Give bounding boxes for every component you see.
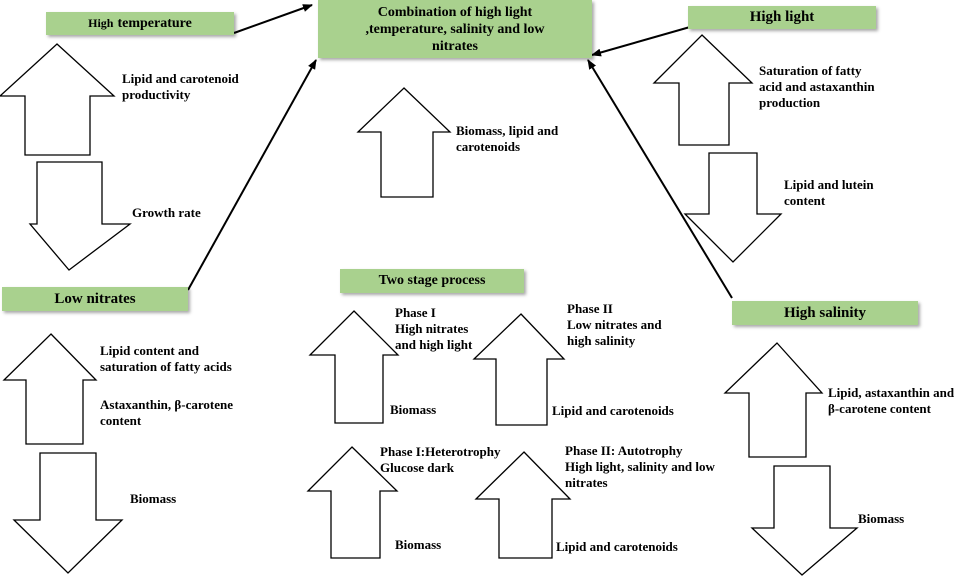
down-arrow-nitrates-biomass [12, 452, 124, 574]
box-combination: Combination of high light ,temperature, … [318, 0, 592, 58]
label-nitrates-lipid-line-2: saturation of fatty acids [100, 359, 232, 374]
label-salinity-lipid: Lipid, astaxanthin and β-carotene conten… [828, 385, 954, 417]
up-arrow-phase2-lipid [472, 313, 566, 426]
label-phase1-heading-line-2: High nitrates [395, 321, 469, 336]
connector-salinity-to-combination [587, 59, 733, 299]
box-high-temperature: High temperature [46, 12, 234, 35]
connector-nitrates-to-combination [187, 59, 317, 291]
label-nitrates-lipid: Lipid content and saturation of fatty ac… [100, 343, 232, 375]
label-phase2-heading: Phase II Low nitrates and high salinity [567, 301, 662, 349]
up-arrow-nitrates-lipid [2, 333, 98, 445]
label-combination-biomass-line-1: Biomass, lipid and [456, 123, 559, 138]
label-phase1-heading-line-1: Phase I [395, 305, 436, 320]
box-combination-line-1: Combination of high light [377, 4, 533, 20]
down-arrow-temperature-growth [28, 161, 132, 271]
label-nitrates-astaxanthin-line-2: content [100, 413, 142, 428]
label-phase2-heading-line-1: Phase II [567, 301, 613, 316]
label-salinity-lipid-line-1: Lipid, astaxanthin and [828, 385, 955, 400]
up-arrow-light-saturation [652, 34, 754, 146]
box-low-nitrates: Low nitrates [2, 287, 188, 311]
box-high-salinity: High salinity [732, 301, 918, 325]
up-arrow-phase1-biomass [308, 310, 400, 424]
label-light-lutein-line-1: Lipid and lutein [784, 177, 874, 192]
label-heterotrophy-heading-line-1: Phase I:Heterotrophy [380, 444, 501, 459]
label-salinity-lipid-line-2: β-carotene content [828, 401, 931, 416]
label-temperature-lipid: Lipid and carotenoid productivity [122, 71, 239, 103]
down-arrow-salinity-biomass [750, 465, 859, 576]
box-two-stage-process: Two stage process [340, 269, 524, 293]
label-combination-biomass: Biomass, lipid and carotenoids [456, 123, 558, 155]
up-arrow-autotrophy-lipid [474, 451, 572, 559]
box-high-temperature-prefix: High [88, 16, 114, 30]
label-autotrophy-heading-line-2: High light, salinity and low [565, 459, 715, 474]
label-temperature-lipid-line-2: productivity [122, 87, 191, 102]
label-phase2-lipid: Lipid and carotenoids [552, 403, 674, 418]
label-salinity-biomass: Biomass [858, 511, 905, 526]
label-phase1-heading-line-3: and high light [395, 337, 473, 352]
up-arrow-combination-biomass [356, 87, 452, 198]
down-arrow-light-lutein [683, 152, 783, 263]
label-phase1-heading: Phase I High nitrates and high light [395, 305, 472, 353]
label-light-saturation-line-2: acid and astaxanthin [759, 79, 875, 94]
label-nitrates-astaxanthin-line-1: Astaxanthin, β-carotene [100, 397, 233, 412]
label-combination-biomass-line-2: carotenoids [456, 139, 521, 154]
label-heterotrophy-heading: Phase I:Heterotrophy Glucose dark [380, 444, 500, 476]
label-phase2-heading-line-3: high salinity [567, 333, 636, 348]
label-temperature-lipid-line-1: Lipid and carotenoid [122, 71, 239, 86]
label-autotrophy-heading-line-3: nitrates [565, 475, 608, 490]
label-nitrates-astaxanthin: Astaxanthin, β-carotene content [100, 397, 233, 429]
connector-temperature-to-combination [233, 4, 313, 34]
label-autotrophy-heading-line-1: Phase II: Autotrophy [565, 443, 683, 458]
box-high-temperature-main: temperature [117, 15, 192, 31]
up-arrow-heterotrophy-biomass [306, 446, 399, 559]
connector-light-to-combination [591, 26, 691, 57]
box-combination-line-2: ,temperature, salinity and low [365, 21, 545, 37]
label-phase2-heading-line-2: Low nitrates and [567, 317, 662, 332]
box-combination-line-3: nitrates [432, 38, 478, 54]
up-arrow-salinity-lipid [723, 342, 824, 458]
label-light-saturation-line-3: production [759, 95, 821, 110]
label-autotrophy-lipid: Lipid and carotenoids [556, 539, 678, 554]
up-arrow-temperature-lipid [0, 43, 116, 156]
label-autotrophy-heading: Phase II: Autotrophy High light, salinit… [565, 443, 715, 491]
label-heterotrophy-biomass: Biomass [395, 537, 442, 552]
label-light-lutein: Lipid and lutein content [784, 177, 874, 209]
label-light-saturation-line-1: Saturation of fatty [759, 63, 862, 78]
box-high-light: High light [688, 6, 876, 29]
label-phase1-biomass: Biomass [390, 402, 437, 417]
label-light-saturation: Saturation of fatty acid and astaxanthin… [759, 63, 875, 111]
label-light-lutein-line-2: content [784, 193, 826, 208]
label-temperature-growth: Growth rate [132, 205, 201, 220]
label-heterotrophy-heading-line-2: Glucose dark [380, 460, 455, 475]
label-nitrates-lipid-line-1: Lipid content and [100, 343, 199, 358]
label-nitrates-biomass: Biomass [130, 491, 177, 506]
